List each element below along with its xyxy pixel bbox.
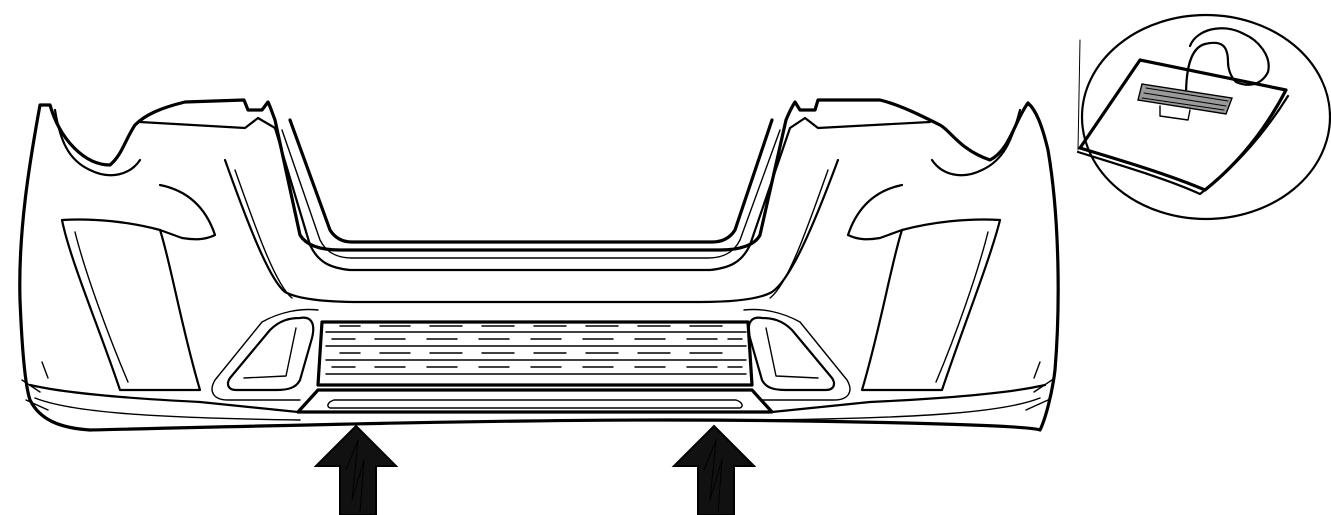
detail-tab bbox=[1159, 105, 1191, 121]
right-side-intake bbox=[860, 218, 1002, 392]
right-side-inner bbox=[935, 231, 989, 383]
grille-mesh bbox=[325, 325, 747, 375]
lower-lip bbox=[296, 388, 774, 414]
left-vent-bezel bbox=[211, 308, 319, 401]
right-corner-flare bbox=[930, 108, 1022, 177]
left-vent bbox=[226, 316, 315, 392]
right-corner-splitter bbox=[1025, 361, 1053, 411]
left-corner-splitter bbox=[21, 361, 49, 411]
detail-panel bbox=[1078, 58, 1288, 192]
bottom-edge-left bbox=[28, 383, 300, 414]
bottom-skirt-left bbox=[34, 397, 301, 421]
left-side-inner bbox=[74, 231, 129, 383]
detail-cut-line bbox=[1077, 39, 1081, 151]
detail-loop bbox=[1184, 27, 1270, 98]
grille-surround bbox=[316, 320, 754, 387]
detail-tape-texture bbox=[1141, 87, 1229, 111]
right-vent-bezel bbox=[743, 308, 851, 401]
detail-inset bbox=[1076, 13, 1331, 221]
upward-arrow-left bbox=[313, 424, 399, 515]
bottom-edge-right bbox=[770, 383, 1047, 414]
left-fog-recess bbox=[158, 183, 217, 241]
upper-opening bbox=[288, 118, 774, 244]
bumper-outline bbox=[18, 98, 1060, 432]
upward-arrow-right bbox=[671, 424, 757, 515]
lower-body-inner-r bbox=[769, 169, 829, 299]
lower-lip-inner bbox=[327, 399, 743, 409]
left-corner-flare bbox=[53, 108, 142, 177]
upper-frame-inner bbox=[281, 129, 781, 259]
bumper-cover bbox=[18, 98, 1060, 432]
right-fog-recess bbox=[846, 183, 904, 241]
left-side-intake bbox=[60, 218, 202, 392]
lower-body-contour bbox=[223, 158, 840, 304]
lower-body-inner bbox=[234, 169, 293, 299]
bottom-skirt-right bbox=[769, 397, 1041, 421]
left-vent-inner bbox=[243, 327, 297, 379]
detail-panel-edge bbox=[1076, 94, 1290, 196]
right-vent-inner bbox=[765, 327, 819, 379]
detail-circle bbox=[1080, 13, 1331, 221]
right-vent bbox=[747, 316, 836, 392]
upper-frame-rim bbox=[138, 116, 932, 272]
